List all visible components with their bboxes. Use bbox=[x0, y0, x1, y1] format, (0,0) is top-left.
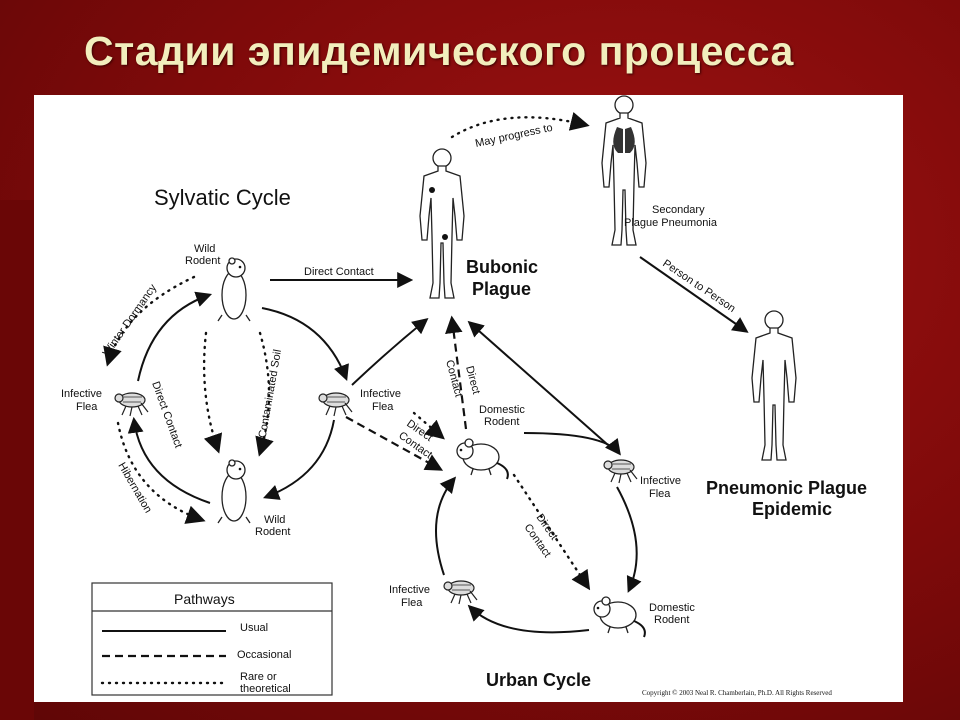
domestic-rodent-bottom-domestic: Domestic bbox=[649, 602, 695, 614]
legend-title: Pathways bbox=[174, 591, 235, 607]
domestic-rodent-to-human-occasional-arrow bbox=[445, 315, 468, 430]
infective-flea-left-flea: Flea bbox=[76, 401, 98, 413]
infective-flea-right-icon bbox=[318, 392, 353, 417]
legend-usual-label: Usual bbox=[240, 622, 268, 634]
infective-flea-right-infective: Infective bbox=[360, 388, 401, 400]
bubo-marker bbox=[429, 187, 435, 193]
may-progress-label: May progress to bbox=[474, 122, 554, 150]
domestic-rodent-top-icon bbox=[456, 438, 509, 480]
infective-flea-urban-left-icon bbox=[443, 580, 478, 605]
urban-cycle-title: Urban Cycle bbox=[486, 670, 591, 690]
infective-flea-urban-right-icon bbox=[603, 459, 638, 484]
pathways-legend: Pathways Usual Occasional Rare or theore… bbox=[91, 582, 333, 696]
infective-flea-left-icon bbox=[114, 392, 149, 417]
infective-flea-urban-left-flea: Flea bbox=[401, 597, 423, 609]
domestic-rodent-to-flea-arrow bbox=[523, 432, 621, 456]
domestic-rodent-bottom-rodent: Rodent bbox=[654, 614, 689, 626]
lungs-icon bbox=[613, 127, 635, 153]
wild-rodent-top-wild: Wild bbox=[194, 243, 215, 255]
infective-flea-left-infective: Infective bbox=[61, 388, 102, 400]
plague-cycle-diagram: Sylvatic Cycle Urban Cycle Bubonic Plagu… bbox=[34, 95, 903, 702]
contaminated-soil-arrow bbox=[255, 331, 274, 457]
wild-rodent-bottom-icon bbox=[217, 459, 251, 524]
rodent-to-flea-left-arrow bbox=[127, 416, 211, 504]
pneumonic-plague-label: Pneumonic Plague bbox=[706, 478, 867, 498]
legend-occasional-label: Occasional bbox=[237, 649, 291, 661]
copyright-text: Copyright © 2003 Neal R. Chamberlain, Ph… bbox=[642, 689, 832, 697]
slide-title: Стадии эпидемического процесса bbox=[84, 28, 794, 74]
flea-to-human-arrow bbox=[351, 317, 429, 386]
secondary-label: Secondary bbox=[652, 204, 705, 216]
bubonic-label: Bubonic bbox=[466, 257, 538, 277]
wild-rodent-bottom-rodent: Rodent bbox=[255, 526, 290, 538]
domestic-rodent-direct-contact-arrow bbox=[512, 473, 591, 591]
infective-flea-urban-right-infective: Infective bbox=[640, 475, 681, 487]
infective-flea-urban-right-flea: Flea bbox=[649, 488, 671, 500]
wild-rodent-top-rodent: Rodent bbox=[185, 255, 220, 267]
pneumonic-human-figure bbox=[751, 310, 797, 461]
direct-contact-top-label: Direct Contact bbox=[304, 266, 374, 278]
domestic-rodent-bottom-icon bbox=[593, 596, 646, 638]
direct-contact-urban-contact: Contact bbox=[443, 359, 464, 399]
infective-flea-right-flea: Flea bbox=[372, 401, 394, 413]
bubo-marker bbox=[442, 234, 448, 240]
domestic-rodent-to-flea-left-arrow bbox=[467, 604, 590, 634]
domestic-rodent-top-domestic: Domestic bbox=[479, 404, 525, 416]
contaminated-soil-label: Contaminated Soil bbox=[257, 348, 284, 439]
domestic-rodent-top-rodent: Rodent bbox=[484, 416, 519, 428]
urban-flea-to-human-arrow bbox=[467, 320, 609, 446]
winter-dormancy-label: Winter Dormancy bbox=[101, 282, 160, 359]
rodent-to-flea-arrow bbox=[261, 307, 349, 381]
winter-dormancy-arrow bbox=[103, 275, 196, 367]
may-progress-arrow bbox=[450, 112, 590, 139]
wild-rodent-top-icon bbox=[217, 257, 251, 322]
bubonic-human-figure bbox=[419, 148, 465, 299]
sylvatic-cycle-title: Sylvatic Cycle bbox=[154, 185, 291, 210]
legend-rare-label-2: theoretical bbox=[240, 683, 291, 695]
flea-to-domestic-rodent-left-arrow bbox=[435, 476, 457, 576]
flea-to-rodent-left-arrow bbox=[137, 291, 213, 382]
legend-rare-label-1: Rare or bbox=[240, 671, 277, 683]
plague-label: Plague bbox=[472, 279, 531, 299]
person-to-person-arrow bbox=[639, 256, 749, 333]
direct-contact-flea-rodent-dotted-arrow bbox=[412, 411, 445, 440]
infective-flea-urban-left-infective: Infective bbox=[389, 584, 430, 596]
wild-rodent-bottom-wild: Wild bbox=[264, 514, 285, 526]
flea-to-domestic-rodent-occasional-arrow bbox=[345, 416, 444, 471]
direct-contact-sylvatic-label: Direct Contact bbox=[149, 380, 184, 450]
flea-to-domestic-rodent-arrow bbox=[616, 486, 642, 593]
plague-pneumonia-label: Plague Pneumonia bbox=[624, 217, 718, 229]
slide-left-band bbox=[0, 200, 34, 720]
person-to-person-label: Person to Person bbox=[660, 258, 737, 315]
hibernation-arrow bbox=[116, 421, 206, 524]
direct-contact-sylvatic-arrow bbox=[202, 331, 223, 454]
flea-to-rodent-arrow bbox=[263, 419, 335, 500]
direct-contact-urban-direct: Direct bbox=[463, 365, 482, 396]
epidemic-label: Epidemic bbox=[752, 499, 832, 519]
